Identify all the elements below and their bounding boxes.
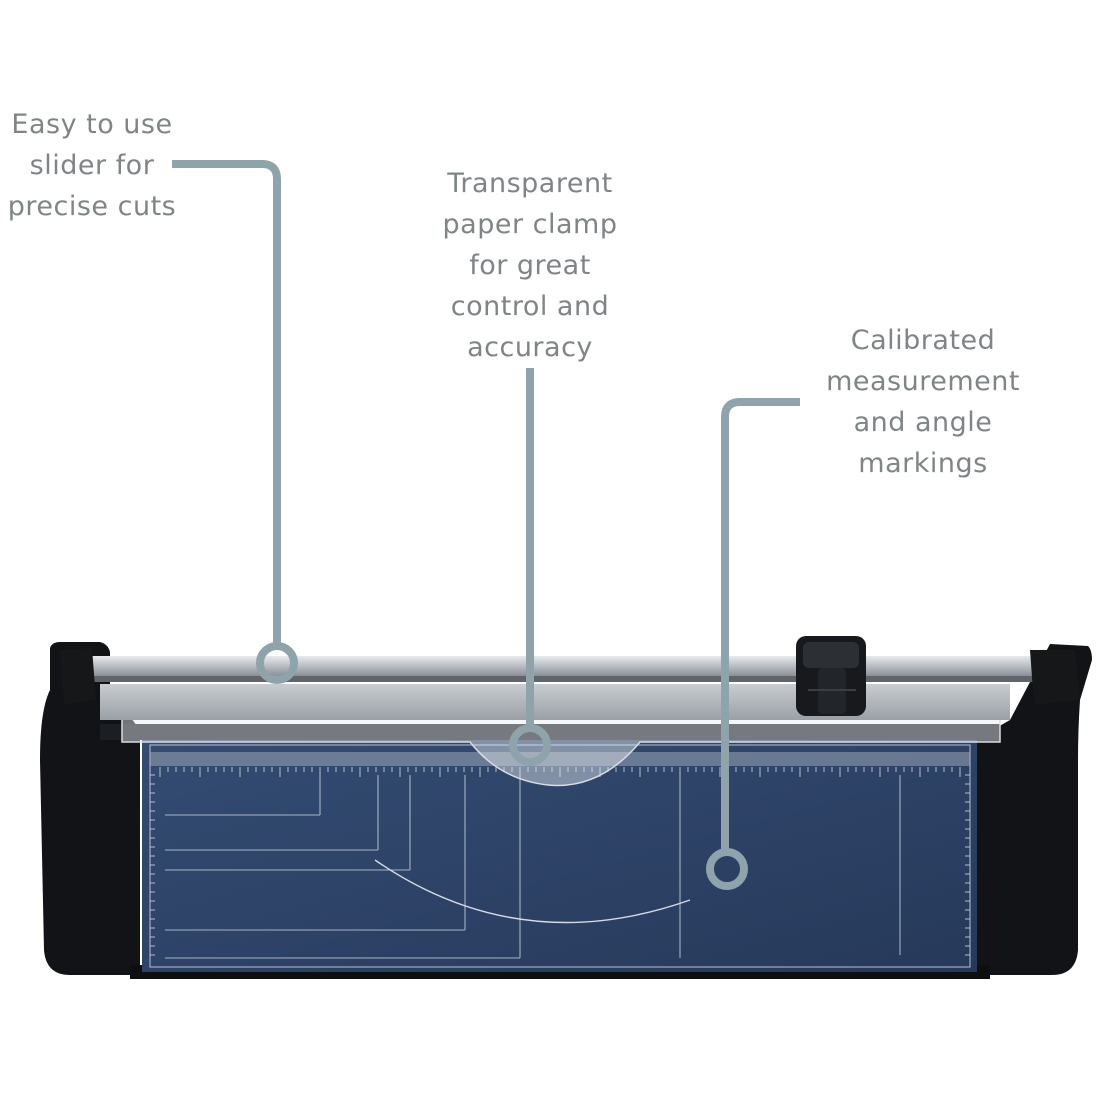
callout-clamp-line: Transparent — [447, 168, 613, 199]
callout-clamp-line: accuracy — [467, 332, 593, 363]
cutting-mat — [142, 740, 977, 972]
callout-markings: Calibrated measurement and angle marking… — [808, 320, 1038, 484]
callout-clamp-line: paper clamp — [442, 209, 618, 240]
callout-markings-line: and angle — [853, 407, 993, 438]
transparent-paper-clamp — [121, 715, 1001, 787]
cutting-slider[interactable] — [796, 636, 866, 716]
callout-clamp: Transparent paper clamp for great contro… — [420, 163, 640, 368]
callout-markings-line: Calibrated — [850, 325, 996, 356]
callout-markings-line: measurement — [826, 366, 1020, 397]
rail-end-cap-right — [1030, 650, 1080, 705]
callout-clamp-line: control and — [450, 291, 610, 322]
angle-arc — [374, 859, 691, 924]
callout-slider-line: Easy to use — [11, 109, 173, 140]
slider-rail — [82, 656, 1062, 720]
rail-end-cap-left — [60, 648, 96, 705]
callout-pointer-rings — [256, 642, 748, 890]
callout-clamp-line: for great — [469, 250, 591, 281]
callout-leader-lines — [172, 160, 800, 852]
callout-slider-line: precise cuts — [7, 191, 177, 222]
callout-slider: Easy to use slider for precise cuts — [0, 104, 184, 227]
ruler-strip — [150, 752, 970, 766]
callout-markings-line: markings — [858, 448, 988, 479]
callout-slider-line: slider for — [29, 150, 155, 181]
measurement-markings — [150, 767, 970, 959]
